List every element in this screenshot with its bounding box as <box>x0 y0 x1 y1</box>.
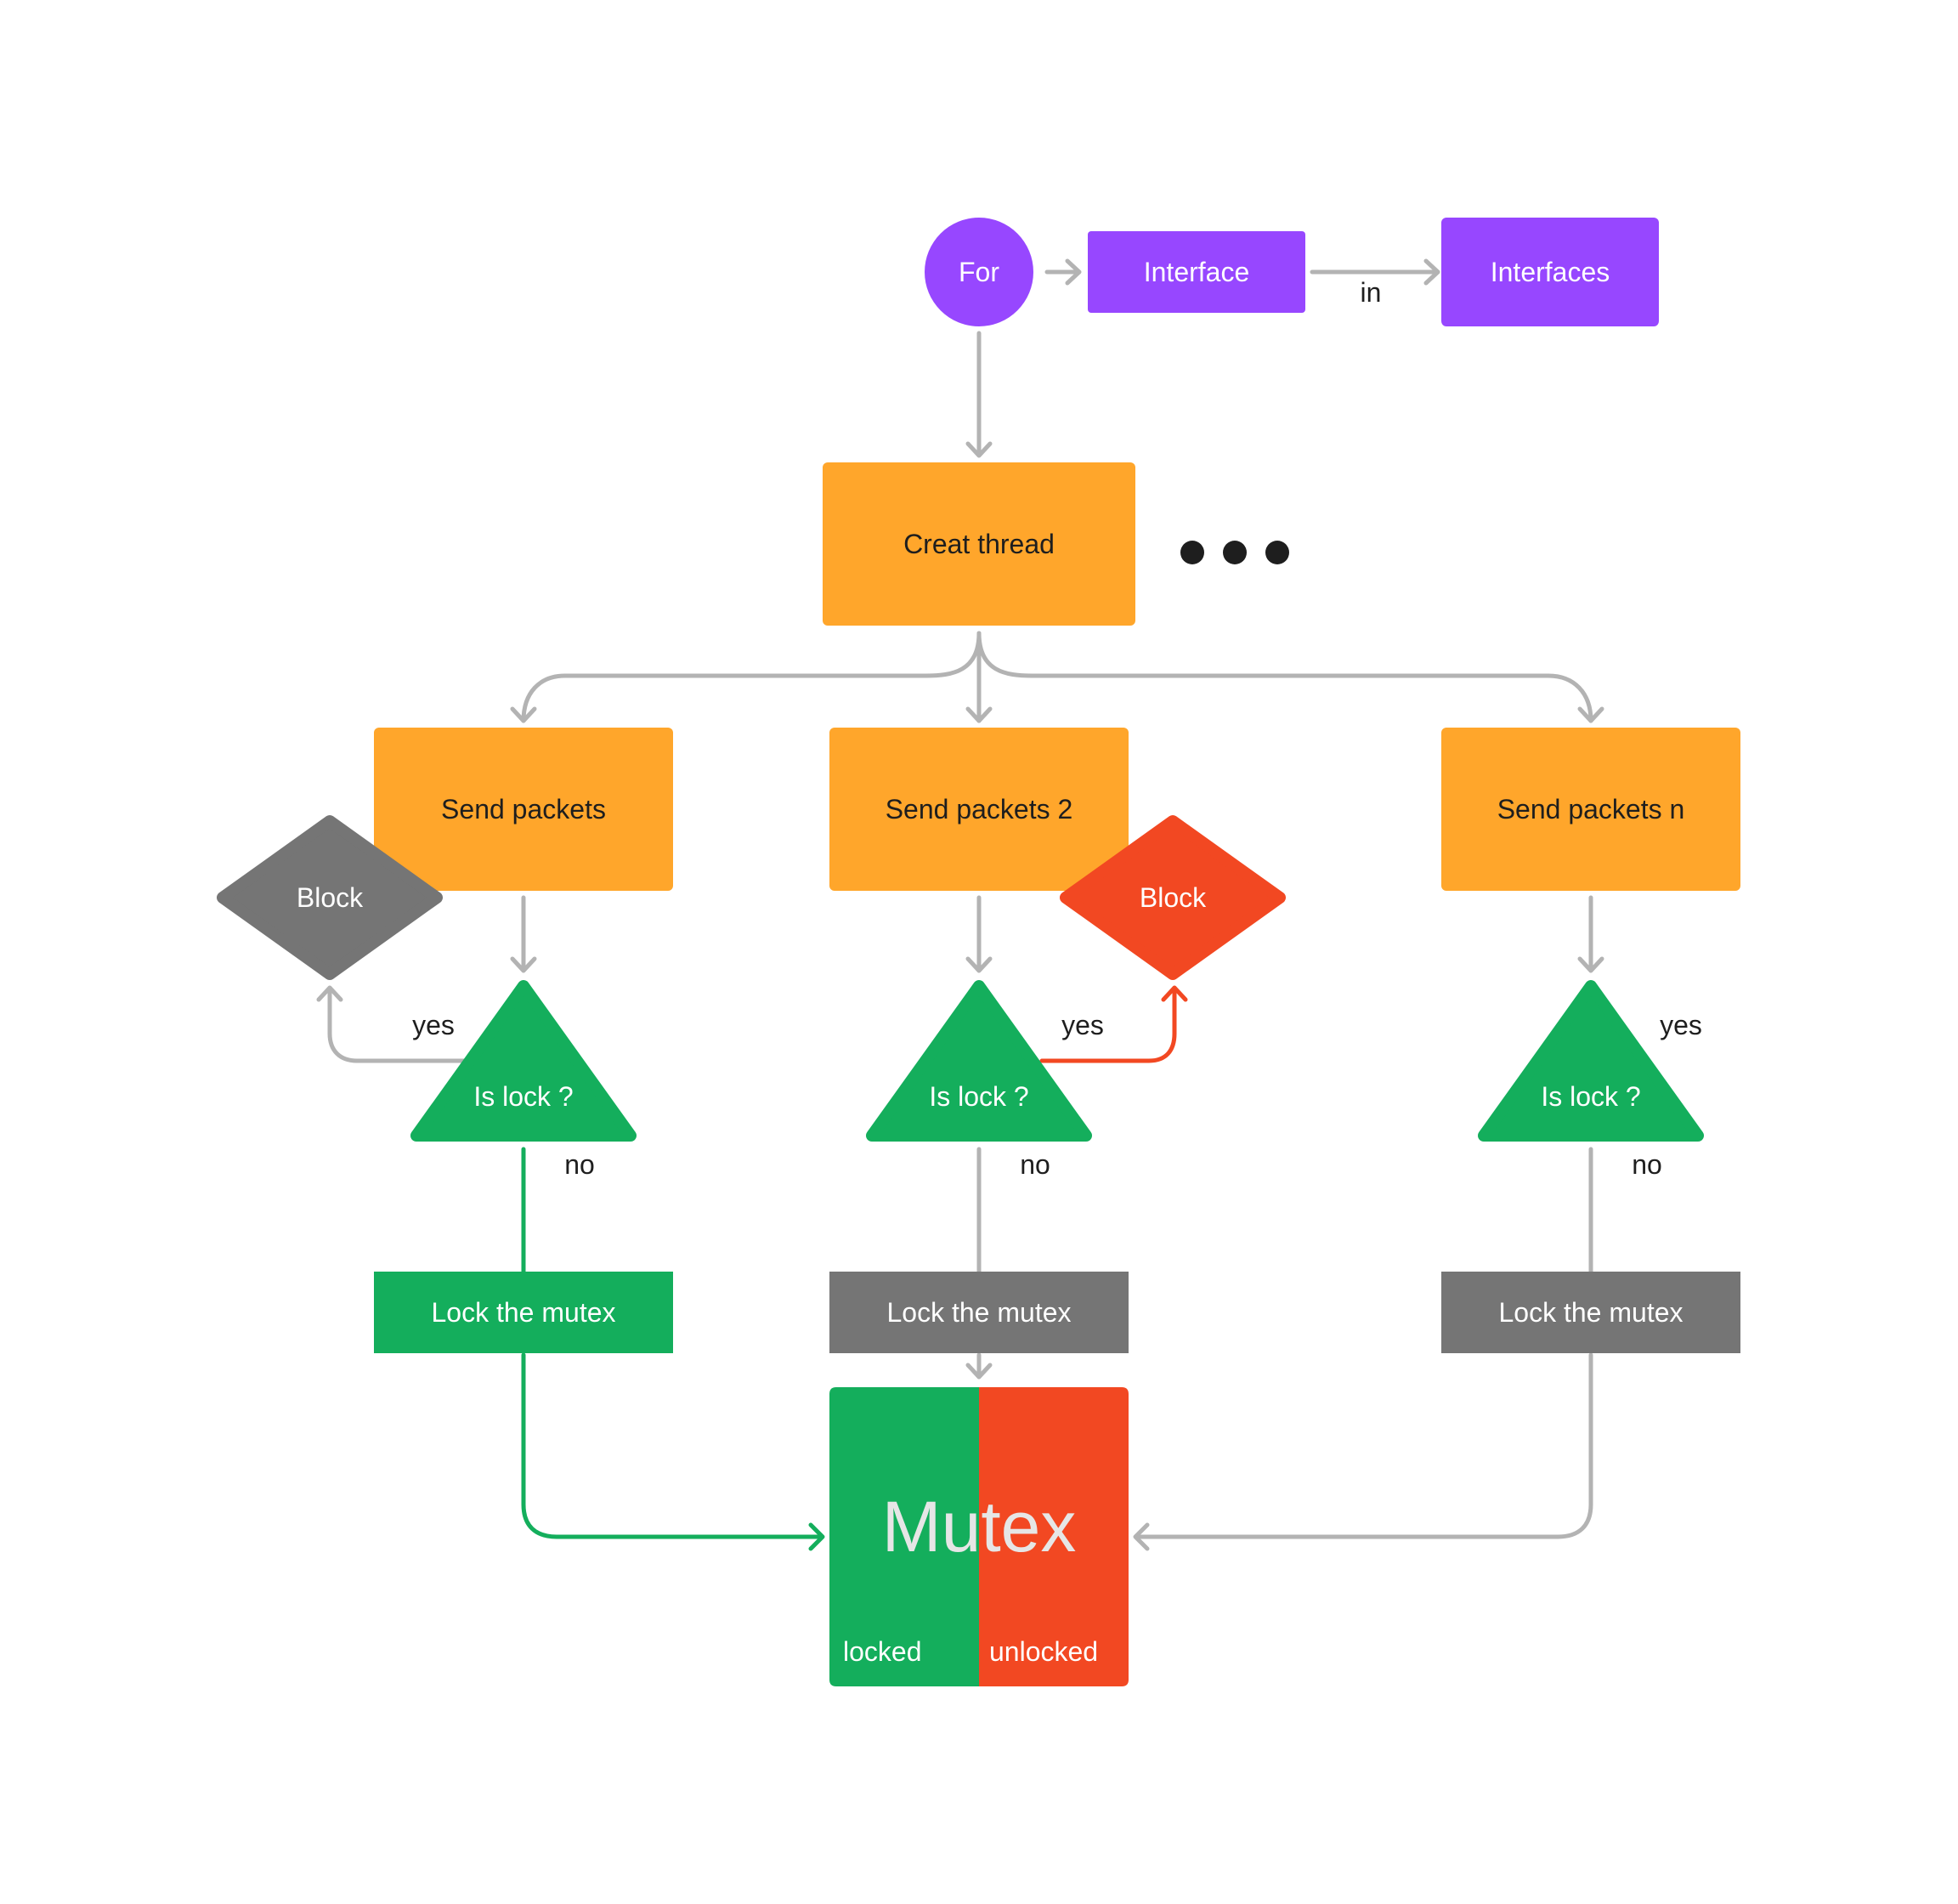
connector-for-thread <box>965 331 993 458</box>
block-diamond-gray <box>217 815 443 980</box>
connector-lockmutex-mutex-1 <box>521 1352 825 1551</box>
lock-mutex-label-2: Lock the mutex <box>887 1297 1072 1328</box>
connector-for-interface <box>1044 258 1082 286</box>
send-packets-2-label: Send packets 2 <box>886 794 1073 824</box>
arrow-head <box>1577 706 1604 723</box>
connector-thread-split <box>521 631 982 723</box>
connector-interface-interfaces <box>1310 258 1440 286</box>
is-lock-label-2: Is lock ? <box>929 1081 1028 1112</box>
send-packets-n-label: Send packets n <box>1497 794 1685 824</box>
connector-lockmutex-mutex-2 <box>965 1352 993 1380</box>
yes-label-n: yes <box>1660 1010 1702 1040</box>
locked-label: locked <box>843 1636 922 1667</box>
no-label-n: no <box>1632 1149 1662 1180</box>
for-node <box>925 218 1033 326</box>
in-label: in <box>1361 277 1382 308</box>
send-packets-2-node <box>829 728 1129 891</box>
interfaces-label: Interfaces <box>1491 257 1610 287</box>
is-lock-triangle-1 <box>410 980 637 1142</box>
arrow-head <box>965 706 993 723</box>
block-label-2: Block <box>1140 882 1207 913</box>
create-thread-node <box>823 462 1135 626</box>
arrow-head <box>510 706 537 723</box>
lock-mutex-node-gray <box>829 1272 1129 1353</box>
lock-mutex-node-green <box>374 1272 673 1353</box>
unlocked-label: unlocked <box>989 1636 1098 1667</box>
send-packets-n-node <box>1441 728 1740 891</box>
lock-mutex-node-gray <box>1441 1272 1740 1353</box>
connector-send-lock-1 <box>510 895 537 973</box>
interface-node <box>1088 231 1305 313</box>
connector-lockmutex-mutex-n <box>1133 1352 1593 1551</box>
is-lock-triangle-2 <box>866 980 1092 1142</box>
is-lock-label-1: Is lock ? <box>473 1081 573 1112</box>
create-thread-label: Creat thread <box>903 529 1055 559</box>
send-packets-label: Send packets <box>441 794 606 824</box>
interface-label: Interface <box>1144 257 1250 287</box>
mutex-node <box>829 1387 1129 1686</box>
connector-send-lock-n <box>1577 895 1604 973</box>
block-diamond-red <box>1060 815 1286 980</box>
for-label: For <box>959 257 999 287</box>
connector-send-lock-2 <box>965 895 993 973</box>
no-label-1: no <box>564 1149 595 1180</box>
block-label-1: Block <box>297 882 364 913</box>
ellipsis-icon <box>1180 541 1289 564</box>
is-lock-triangle-n <box>1478 980 1704 1142</box>
connector-yes-1 <box>316 985 467 1063</box>
interfaces-node <box>1441 218 1659 326</box>
lock-mutex-label-1: Lock the mutex <box>432 1297 616 1328</box>
mutex-label: Mutex <box>882 1487 1077 1567</box>
mutex-locked-half <box>829 1387 979 1686</box>
connector-yes-2 <box>1039 985 1188 1063</box>
is-lock-label-n: Is lock ? <box>1541 1081 1640 1112</box>
send-packets-node <box>374 728 673 891</box>
yes-label-1: yes <box>412 1010 455 1040</box>
yes-label-2: yes <box>1061 1010 1104 1040</box>
connector-thread-split <box>976 631 1593 723</box>
mutex-unlocked-half <box>979 1387 1129 1686</box>
no-label-2: no <box>1020 1149 1050 1180</box>
lock-mutex-label-n: Lock the mutex <box>1499 1297 1684 1328</box>
